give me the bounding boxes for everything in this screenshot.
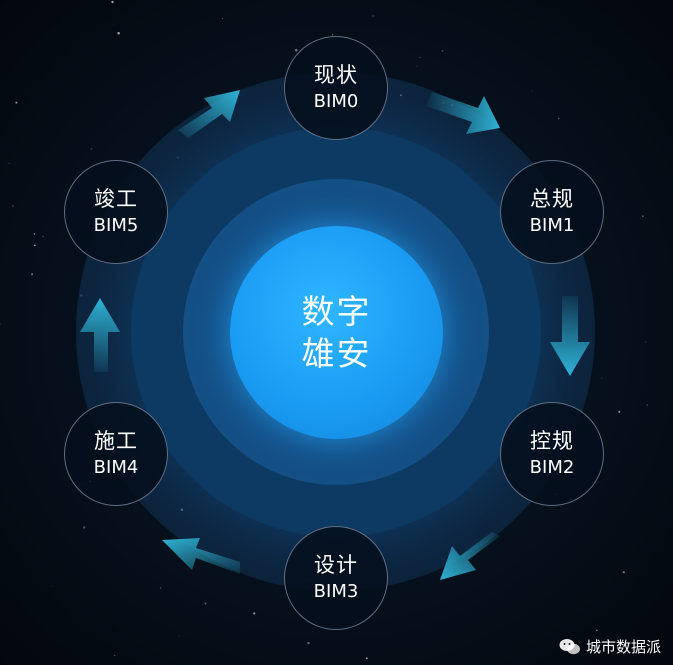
wechat-icon — [559, 638, 580, 654]
star — [441, 50, 444, 52]
center-line1: 数字 — [301, 291, 372, 331]
star — [331, 33, 334, 36]
node-bim3: 设计 BIM3 — [284, 526, 388, 630]
star — [618, 410, 621, 413]
star — [117, 32, 120, 35]
node-label: 控规 — [530, 429, 574, 453]
star — [33, 233, 36, 235]
star — [8, 162, 10, 164]
star — [12, 205, 14, 207]
star — [222, 17, 223, 19]
node-label: 施工 — [94, 429, 138, 453]
node-code: BIM5 — [93, 215, 139, 236]
node-bim1: 总规 BIM1 — [500, 160, 604, 264]
star — [416, 65, 418, 67]
star — [42, 235, 44, 238]
star — [204, 602, 207, 605]
star — [646, 404, 648, 406]
star — [365, 657, 368, 660]
node-bim2: 控规 BIM2 — [500, 402, 604, 506]
star — [82, 526, 86, 529]
star — [31, 273, 34, 276]
star — [0, 323, 1, 325]
node-bim4: 施工 BIM4 — [64, 402, 168, 506]
node-label: 竣工 — [94, 187, 138, 211]
star — [15, 101, 18, 104]
node-code: BIM3 — [313, 581, 359, 602]
star — [113, 24, 114, 26]
star — [419, 56, 421, 59]
star — [645, 341, 647, 343]
center-line2: 雄安 — [301, 333, 372, 373]
star — [253, 612, 256, 615]
star — [642, 215, 644, 217]
node-bim5: 竣工 BIM5 — [64, 160, 168, 264]
star — [179, 635, 180, 637]
star — [557, 117, 560, 120]
node-code: BIM4 — [93, 457, 139, 478]
star — [113, 654, 116, 657]
node-code: BIM0 — [313, 91, 359, 112]
star — [33, 244, 36, 247]
node-label: 总规 — [530, 187, 574, 211]
star — [159, 587, 162, 589]
watermark: 城市数据派 — [559, 636, 661, 657]
node-code: BIM1 — [529, 215, 575, 236]
star — [372, 15, 374, 17]
arrow-bim2-bim3 — [440, 532, 500, 580]
node-code: BIM2 — [529, 457, 575, 478]
arrow-bim5-bim0 — [178, 90, 240, 138]
star — [601, 377, 603, 379]
node-label: 现状 — [314, 63, 358, 87]
arrow-bim3-bim4 — [162, 538, 240, 574]
node-label: 设计 — [314, 553, 358, 577]
star — [531, 90, 533, 92]
arrow-bim4-bim5 — [80, 298, 120, 372]
star — [90, 148, 93, 150]
node-bim0: 现状 BIM0 — [284, 36, 388, 140]
arrow-bim0-bim1 — [426, 92, 500, 134]
watermark-text: 城市数据派 — [585, 638, 661, 656]
star — [295, 48, 298, 52]
center-circle: 数字 雄安 — [230, 226, 443, 439]
star — [307, 641, 310, 645]
star — [596, 629, 598, 632]
star — [51, 585, 53, 587]
star — [111, 0, 114, 4]
arrow-bim1-bim2 — [550, 296, 590, 376]
star — [622, 571, 625, 574]
